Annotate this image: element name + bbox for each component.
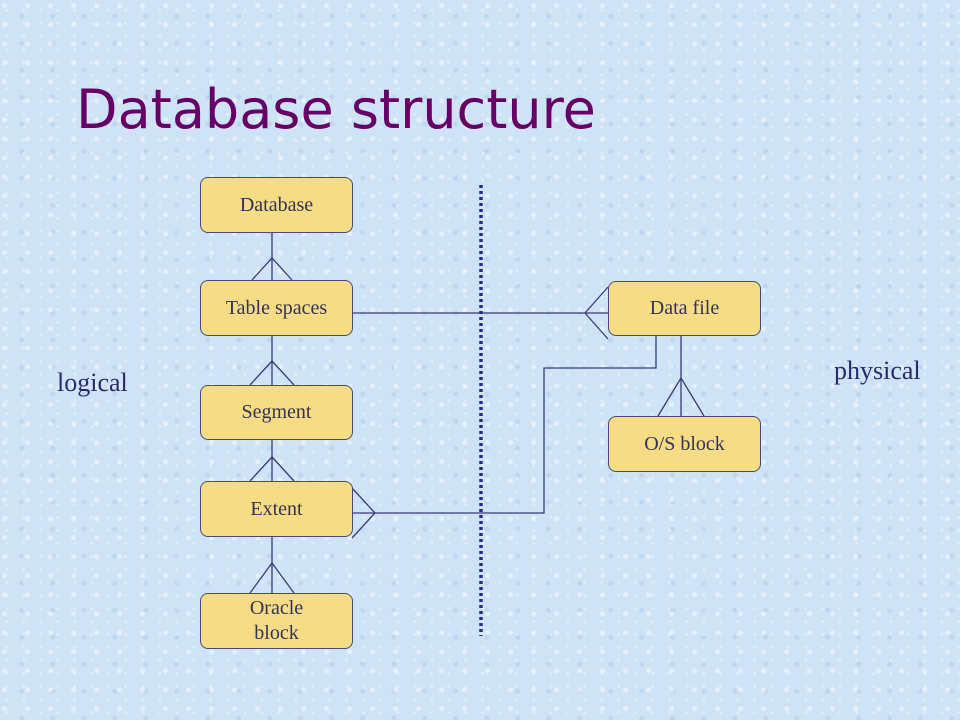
segment-crowfoot: [249, 360, 295, 386]
datafile-crowfoot: [584, 286, 609, 340]
extent-side-crowfoot: [351, 487, 376, 539]
oracleblock-crowfoot: [249, 561, 295, 594]
datafile-extent-link: [352, 336, 657, 514]
slide-title: Database structure: [76, 78, 596, 141]
entity-data-file: Data file: [608, 281, 761, 336]
entity-table-spaces: Table spaces: [200, 280, 353, 336]
osblock-crowfoot: [657, 376, 705, 417]
entity-os-block: O/S block: [608, 416, 761, 472]
extent-crowfoot: [249, 456, 295, 482]
entity-extent: Extent: [200, 481, 353, 537]
entity-oracle-block: Oracle block: [200, 593, 353, 649]
physical-label: physical: [834, 356, 921, 385]
entity-segment: Segment: [200, 385, 353, 440]
logical-label: logical: [57, 368, 128, 397]
entity-database: Database: [200, 177, 353, 233]
tablespaces-crowfoot: [251, 257, 293, 281]
